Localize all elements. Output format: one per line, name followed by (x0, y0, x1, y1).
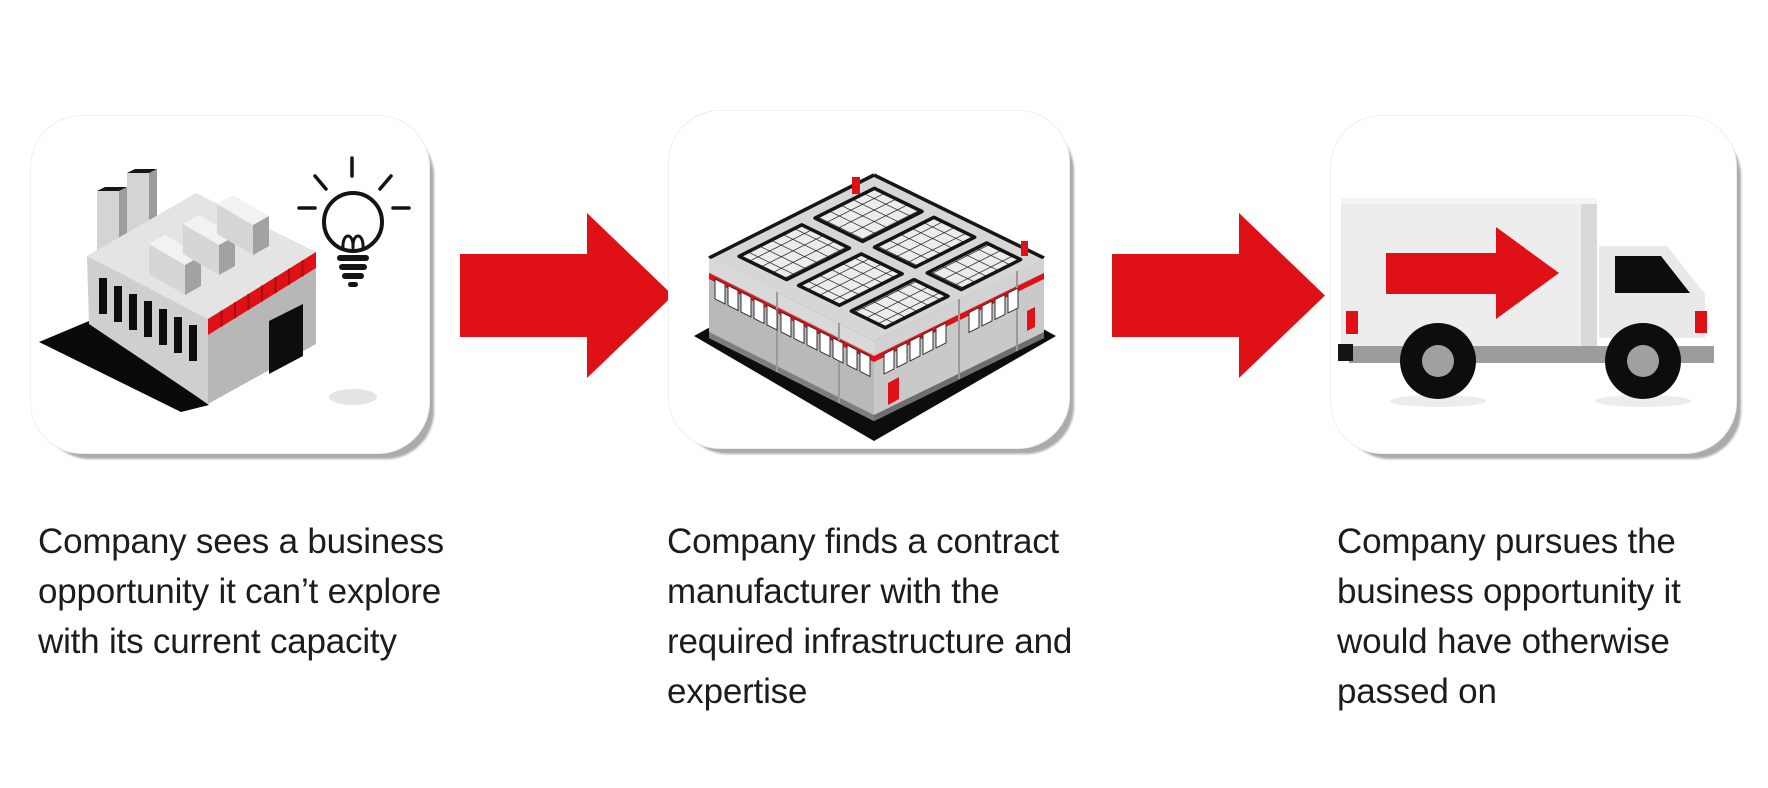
red-door (888, 377, 899, 405)
factory-door (269, 304, 303, 374)
caption-line: business opportunity it (1337, 572, 1681, 611)
manufacturing-facility-icon (694, 173, 1056, 441)
factory-ground-shadow (39, 321, 209, 412)
step-3-card (1330, 115, 1737, 454)
windshield (1615, 256, 1690, 293)
step-2-caption: Company finds a contract manufacturer wit… (667, 517, 1107, 717)
forward-arrow-icon (1386, 227, 1559, 319)
caption-line: expertise (667, 672, 808, 711)
truck-wheels (1400, 323, 1681, 399)
lightbulb-rays (297, 156, 411, 210)
caption-line: manufacturer with the (667, 572, 1000, 611)
red-door (1027, 307, 1035, 331)
truck-cab (1599, 246, 1707, 338)
factory-window-slits (99, 278, 197, 361)
idea-lightbulb-icon (297, 156, 411, 287)
delivery-truck-icon (1338, 198, 1714, 407)
caption-line: Company sees a business (38, 522, 444, 561)
caption-line: passed on (1337, 672, 1497, 711)
roof-chimney (852, 177, 860, 194)
factory-building-icon (39, 156, 411, 412)
facility-windows (714, 278, 1019, 378)
caption-line: Company finds a contract (667, 522, 1060, 561)
ground-shadow (1595, 395, 1691, 407)
red-arrow-right-icon (1112, 213, 1325, 378)
wall-seams (776, 271, 1018, 403)
roof-vent-blocks (149, 195, 269, 295)
caption-line: would have otherwise (1337, 622, 1670, 661)
step-1-caption: Company sees a business opportunity it ca… (38, 517, 444, 667)
red-arrow-right-icon (460, 213, 673, 378)
step-3-caption: Company pursues the business opportunity … (1337, 517, 1747, 717)
red-stripe (208, 252, 316, 335)
roof-chimney (1021, 241, 1028, 256)
caption-line: required infrastructure and (667, 622, 1073, 661)
ground-dot-shadow (329, 389, 377, 405)
step-1-card (30, 115, 430, 454)
ground-shadow (1390, 395, 1486, 407)
rear-marker-light (1346, 311, 1358, 334)
rooftop-skylight-panels (737, 186, 1023, 330)
rear-bumper (1338, 344, 1353, 361)
front-marker-light (1695, 311, 1707, 333)
caption-line: Company pursues the (1337, 522, 1676, 561)
caption-line: with its current capacity (38, 622, 397, 661)
step-2-card (668, 110, 1070, 449)
caption-line: opportunity it can’t explore (38, 572, 441, 611)
